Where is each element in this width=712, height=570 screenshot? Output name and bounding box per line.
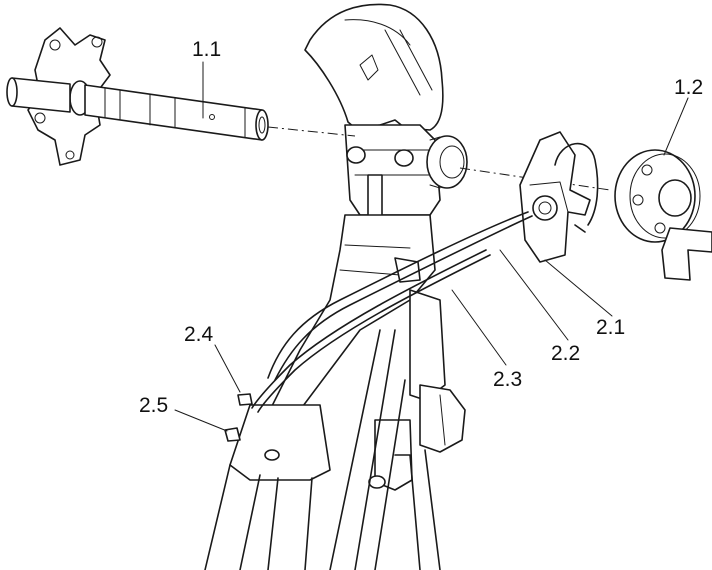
callout-2-5: 2.5 [139,394,168,417]
callout-1-1: 1.1 [192,38,221,61]
small-pins [224,393,253,442]
bracket-assembly [519,131,599,263]
shaft-with-spider [6,27,269,166]
frame-body [204,3,468,570]
callout-1-2: 1.2 [674,76,703,99]
leader-lines [174,61,689,432]
round-hub [614,149,712,281]
callout-2-4: 2.4 [184,323,214,346]
cables [251,211,533,413]
callout-2-2: 2.2 [551,342,580,365]
callout-2-3: 2.3 [493,368,522,391]
callout-2-1: 2.1 [596,316,625,339]
